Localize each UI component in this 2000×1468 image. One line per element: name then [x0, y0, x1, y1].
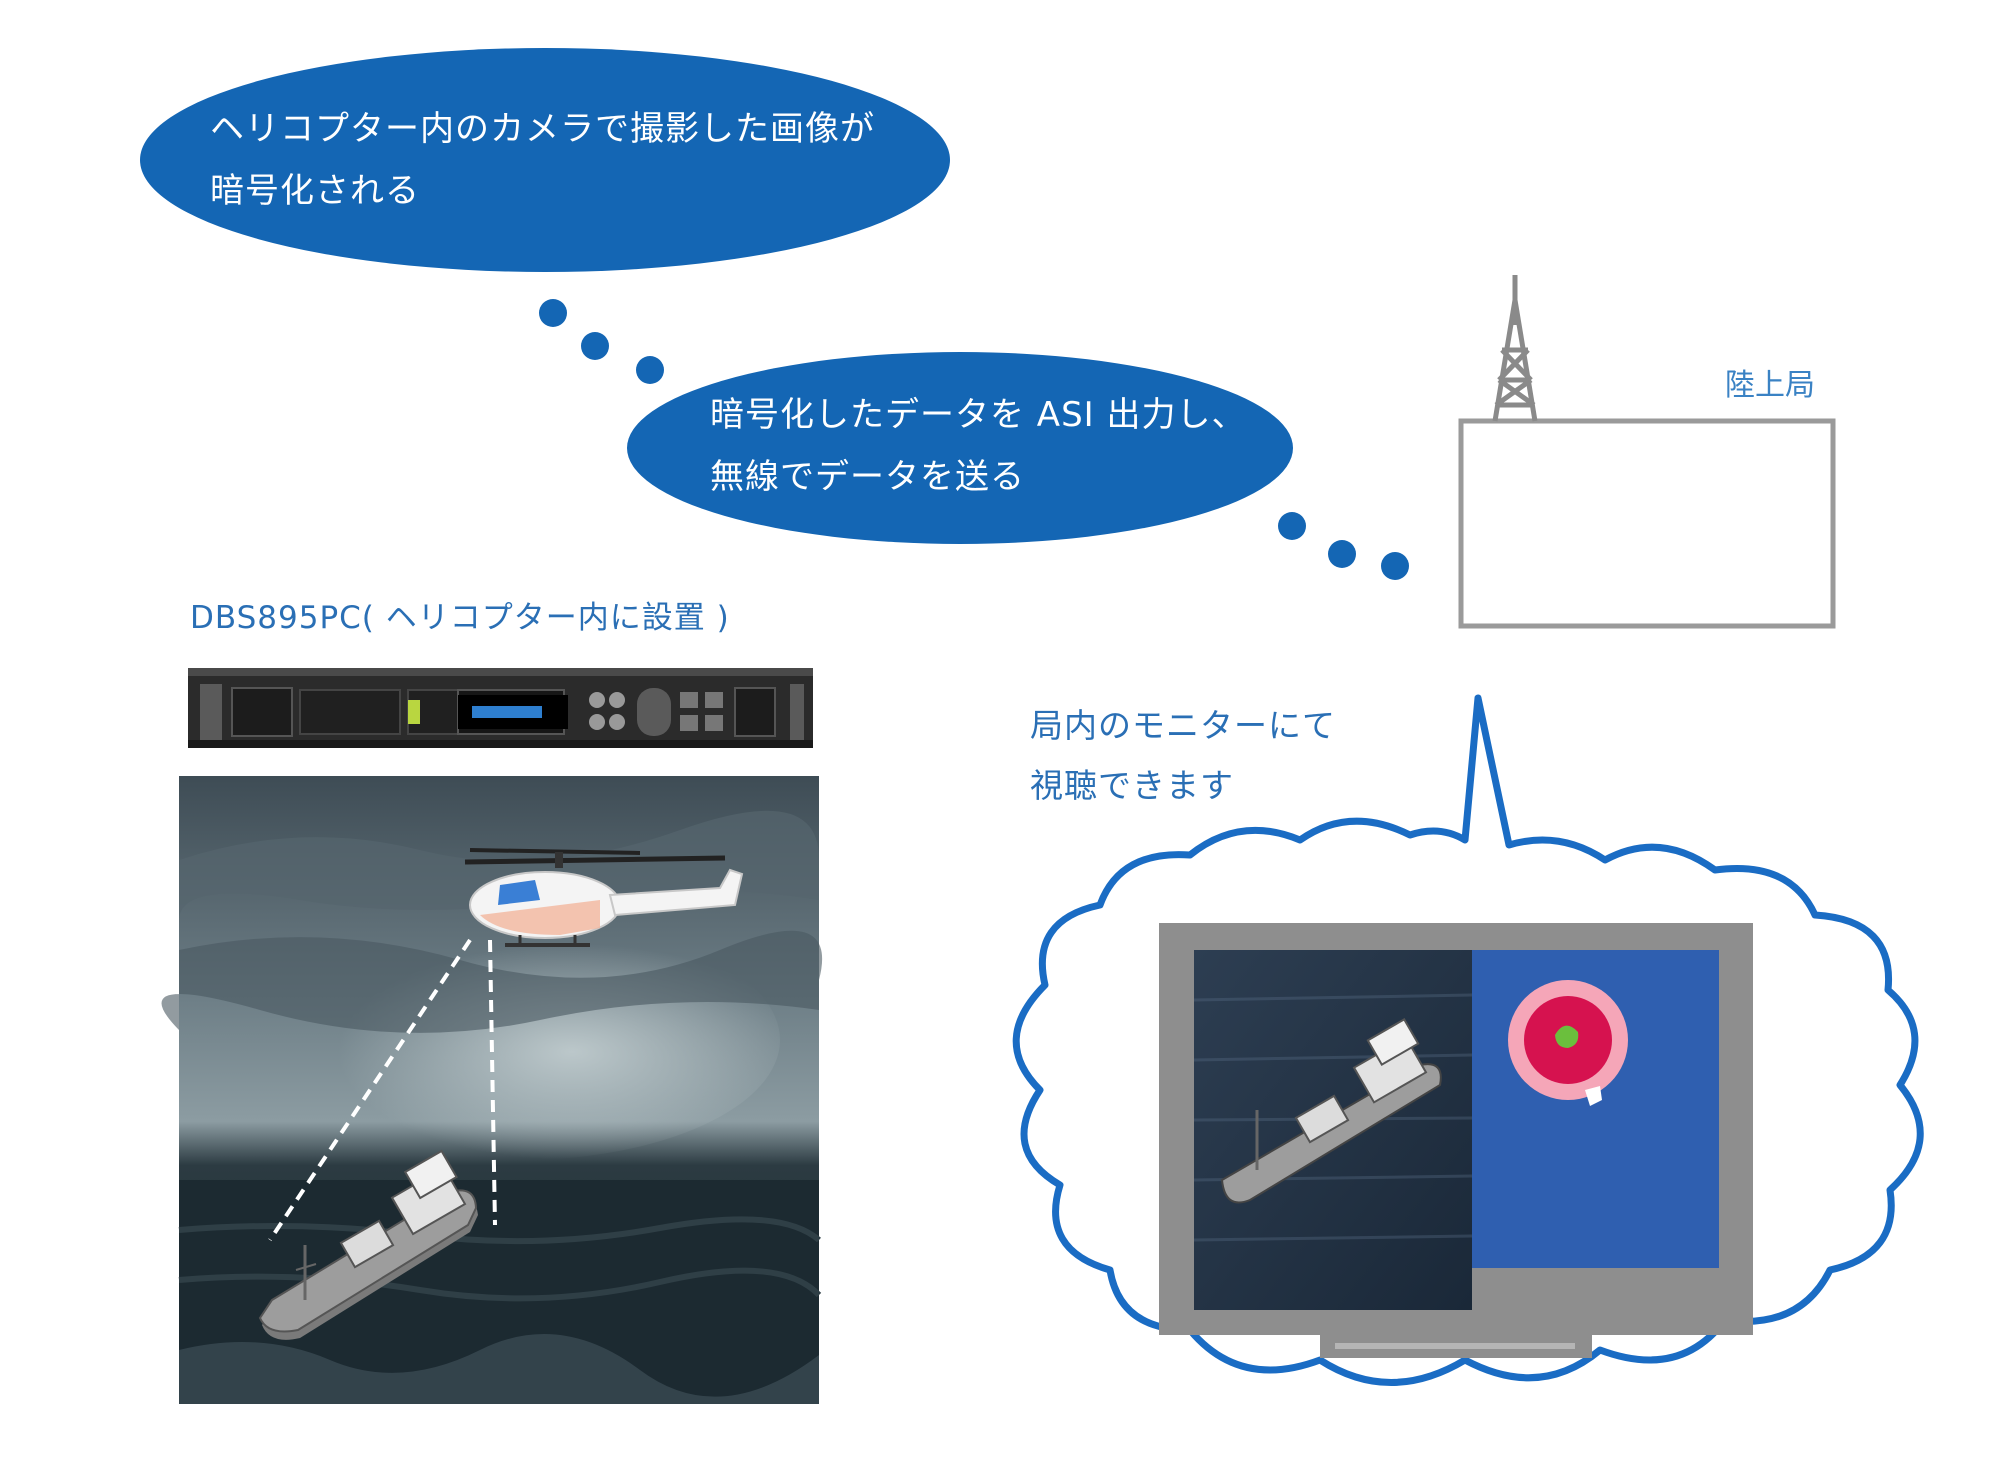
device-label: DBS895PC( ヘリコプター内に設置 )	[190, 600, 730, 636]
ship-icon	[258, 1149, 478, 1340]
connector-dot	[1278, 512, 1306, 540]
radio-tower-icon	[1492, 275, 1538, 422]
rack-unit-device	[188, 668, 813, 748]
speech-bubble-middle-line1: 暗号化したデータを ASI 出力し、	[710, 395, 1247, 435]
speech-bubble-middle	[627, 352, 1293, 544]
radar-blip-icon	[1508, 980, 1628, 1106]
connector-dot	[539, 299, 567, 327]
speech-bubble-top-line1: ヘリコプター内のカメラで撮影した画像が	[210, 109, 875, 149]
ground-station-label: 陸上局	[1725, 368, 1815, 403]
speech-bubble-middle-text: 暗号化したデータを ASI 出力し、 無線でデータを送る	[710, 384, 1270, 508]
helicopter-sea-scene	[161, 776, 823, 1404]
speech-bubble-top-line2: 暗号化される	[210, 171, 420, 211]
connector-dot	[581, 332, 609, 360]
connector-dot	[1328, 540, 1356, 568]
ground-station-building	[1458, 418, 1836, 629]
speech-bubble-top	[140, 48, 950, 272]
helicopter-icon	[464, 848, 744, 947]
connector-dot	[1381, 552, 1409, 580]
monitor-caption: 局内のモニターにて 視聴できます	[1030, 696, 1430, 816]
connector-dot	[636, 356, 664, 384]
monitor-caption-line1: 局内のモニターにて	[1030, 706, 1336, 745]
monitor-caption-line2: 視聴できます	[1030, 766, 1234, 805]
ship-icon	[1220, 1018, 1442, 1204]
speech-bubble-top-text: ヘリコプター内のカメラで撮影した画像が 暗号化される	[210, 98, 910, 222]
speech-bubble-middle-line2: 無線でデータを送る	[710, 457, 1025, 497]
monitor	[1159, 923, 1753, 1358]
